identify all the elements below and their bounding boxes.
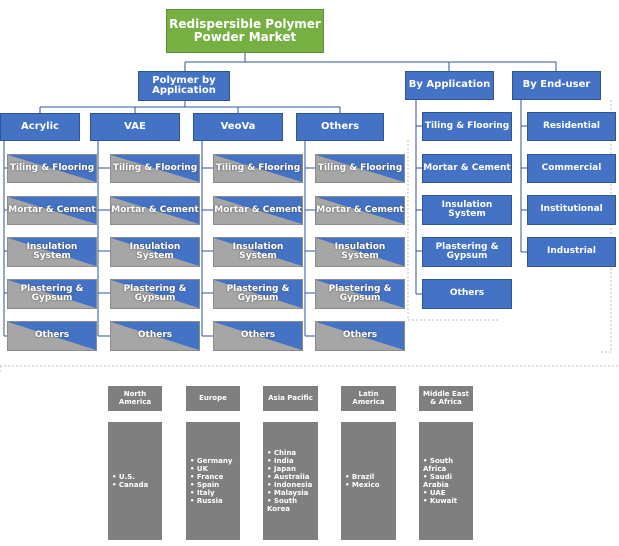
country-item: Brazil [345, 473, 380, 481]
others-item: Others [315, 321, 405, 351]
acrylic-item: Insulation System [7, 237, 97, 267]
country-item: China [267, 449, 312, 457]
region-countries-europe: Germany UK France Spain Italy Russia [186, 422, 240, 540]
acrylic-item: Mortar & Cement [7, 196, 97, 225]
region-countries-latin-america: BrazilMexico [341, 422, 396, 540]
country-item: South Africa [423, 457, 457, 473]
region-header-middle-east-africa: Middle East & Africa [419, 386, 473, 411]
others-item: Insulation System [315, 237, 405, 267]
application-item: Others [422, 279, 512, 309]
veova-item: Mortar & Cement [213, 196, 303, 225]
vae-item: Tiling & Flooring [110, 154, 200, 183]
application-item: Plastering & Gypsum [422, 237, 512, 267]
country-item: UK [190, 465, 232, 473]
group-vae: VAE [90, 113, 180, 141]
country-item: Germany [190, 457, 233, 465]
application-item: Insulation System [422, 195, 512, 225]
group-others: Others [296, 113, 384, 141]
acrylic-item: Others [7, 321, 97, 351]
end-user-item: Commercial [527, 154, 616, 183]
others-item: Tiling & Flooring [315, 154, 405, 183]
veova-item: Others [213, 321, 303, 351]
end-user-item: Institutional [527, 195, 616, 225]
vae-item: Insulation System [110, 237, 200, 267]
acrylic-item: Plastering & Gypsum [7, 279, 97, 309]
vae-item: Plastering & Gypsum [110, 279, 200, 309]
country-item: Australia [267, 473, 312, 481]
country-item: Russia [190, 497, 232, 505]
group-veova: VeoVa [193, 113, 283, 141]
country-item: South Korea [267, 497, 312, 513]
country-item: Indonesia [267, 481, 312, 489]
country-item: Italy [190, 489, 232, 497]
veova-item: Plastering & Gypsum [213, 279, 303, 309]
country-item: Saudi Arabia [423, 473, 457, 489]
country-item: Malaysia [267, 489, 312, 497]
application-item: Tiling & Flooring [422, 112, 512, 141]
vae-item: Mortar & Cement [110, 196, 200, 225]
region-header-europe: Europe [186, 386, 240, 411]
application-item: Mortar & Cement [422, 154, 512, 183]
group-acrylic: Acrylic [0, 113, 80, 141]
root-node: Redispersible Polymer Powder Market [166, 9, 324, 53]
region-header-north-america: North America [108, 386, 162, 411]
veova-item: Tiling & Flooring [213, 154, 303, 183]
end-user-item: Industrial [527, 237, 616, 267]
vae-item: Others [110, 321, 200, 351]
region-countries-asia-pacific: China India Japan Australia Indonesia Ma… [263, 422, 318, 540]
country-item: Mexico [345, 481, 380, 489]
country-item: Spain [190, 481, 232, 489]
country-item: Canada [112, 481, 148, 489]
country-item: U.S. [112, 473, 148, 481]
region-countries-north-america: U.S.Canada [108, 422, 162, 540]
country-item: UAE [423, 489, 457, 497]
veova-item: Insulation System [213, 237, 303, 267]
end-user-item: Residential [527, 112, 616, 141]
country-item: Kuwait [423, 497, 457, 505]
country-item: Japan [267, 465, 312, 473]
others-item: Mortar & Cement [315, 196, 405, 225]
by-end-user-node: By End-user [512, 71, 601, 100]
by-application-node: By Application [405, 71, 494, 100]
country-item: India [267, 457, 312, 465]
country-item: France [190, 473, 232, 481]
region-header-latin-america: Latin America [341, 386, 396, 411]
others-item: Plastering & Gypsum [315, 279, 405, 309]
region-countries-middle-east-africa: South Africa Saudi Arabia UAE Kuwait [419, 422, 473, 540]
polymer-by-application-node: Polymer by Application [138, 71, 230, 101]
acrylic-item: Tiling & Flooring [7, 154, 97, 183]
region-header-asia-pacific: Asia Pacific [263, 386, 318, 411]
